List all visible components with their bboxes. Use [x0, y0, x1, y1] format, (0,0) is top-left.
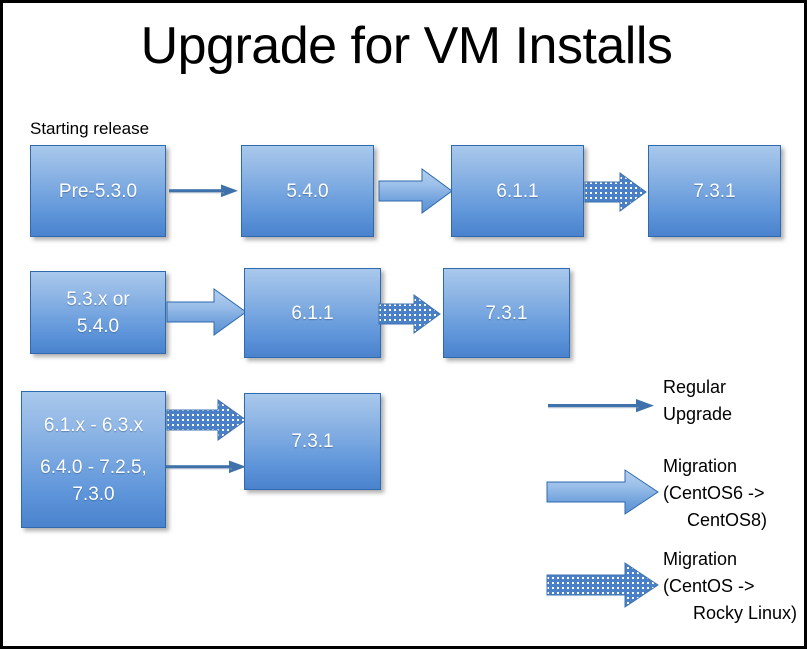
legend-label-line: Migration — [663, 456, 738, 476]
migration-centos-rocky-arrow-icon — [546, 562, 659, 608]
legend-item-regular-upgrade — [548, 397, 656, 415]
legend-item-migration-centos6-centos8 — [546, 468, 660, 516]
release-box-label-group-upper: 6.1.x - 6.3.x — [44, 412, 143, 439]
legend-label-line: CentOS8) — [686, 510, 768, 530]
release-box-multi[interactable]: 6.1.x - 6.3.x 6.4.0 - 7.2.5, 7.3.0 — [21, 391, 166, 528]
release-box-label: 5.4.0 — [76, 315, 120, 337]
release-box[interactable]: Pre-5.3.0 — [30, 145, 166, 237]
release-box-label: 5.3.x or — [66, 288, 130, 310]
release-box[interactable]: 6.1.1 — [451, 145, 584, 237]
release-box[interactable]: 7.3.1 — [648, 145, 781, 237]
release-box[interactable]: 7.3.1 — [244, 393, 381, 490]
release-box-label-group-lower: 6.4.0 - 7.2.5, 7.3.0 — [40, 454, 147, 508]
migration-centos6-centos8-arrow — [166, 286, 248, 338]
page-title: Upgrade for VM Installs — [140, 17, 673, 75]
migration-centos-rocky-arrow — [378, 293, 442, 335]
regular-upgrade-arrow-icon — [548, 399, 654, 413]
legend-label-regular-upgrade: Regular Upgrade — [663, 374, 804, 428]
regular-upgrade-arrow — [166, 459, 248, 475]
release-box[interactable]: 5.4.0 — [241, 145, 374, 237]
regular-upgrade-arrow — [169, 183, 239, 199]
release-box-label: 5.4.0 — [286, 180, 329, 202]
legend-label-line: Upgrade — [663, 404, 733, 424]
release-box-label: 6.1.x - 6.3.x — [43, 414, 144, 436]
release-box[interactable]: 5.3.x or 5.4.0 — [30, 271, 166, 354]
starting-release-label: Starting release — [30, 119, 150, 138]
release-box[interactable]: 7.3.1 — [443, 268, 570, 358]
legend-label-line: (CentOS -> — [663, 576, 755, 596]
legend-item-migration-centos-rocky — [546, 561, 660, 609]
migration-centos-rocky-arrow — [584, 171, 648, 213]
release-box-label: 7.3.1 — [485, 302, 528, 324]
legend-label-line: Migration — [663, 549, 738, 569]
release-box-label: Pre-5.3.0 — [58, 180, 138, 202]
legend-label-line: (CentOS6 -> — [663, 483, 765, 503]
legend-label-line: Rocky Linux) — [692, 603, 798, 623]
legend-label-line: Regular — [663, 377, 727, 397]
migration-centos6-centos8-arrow — [378, 166, 454, 216]
release-box-label: 7.3.0 — [72, 483, 115, 505]
migration-centos6-centos8-arrow-icon — [546, 469, 659, 515]
legend-label-migration-centos6-centos8: Migration (CentOS6 -> CentOS8) — [663, 453, 804, 534]
release-box-label: 7.3.1 — [291, 431, 334, 452]
release-box-label: 6.1.1 — [496, 180, 539, 202]
release-box[interactable]: 6.1.1 — [244, 268, 381, 358]
release-box-label: 6.4.0 - 7.2.5, — [40, 456, 147, 478]
release-box-label: 6.1.1 — [291, 302, 334, 324]
release-box-label: 7.3.1 — [693, 180, 736, 202]
legend-label-migration-centos-rocky: Migration (CentOS -> Rocky Linux) — [663, 546, 804, 627]
migration-centos-rocky-arrow — [166, 398, 248, 442]
